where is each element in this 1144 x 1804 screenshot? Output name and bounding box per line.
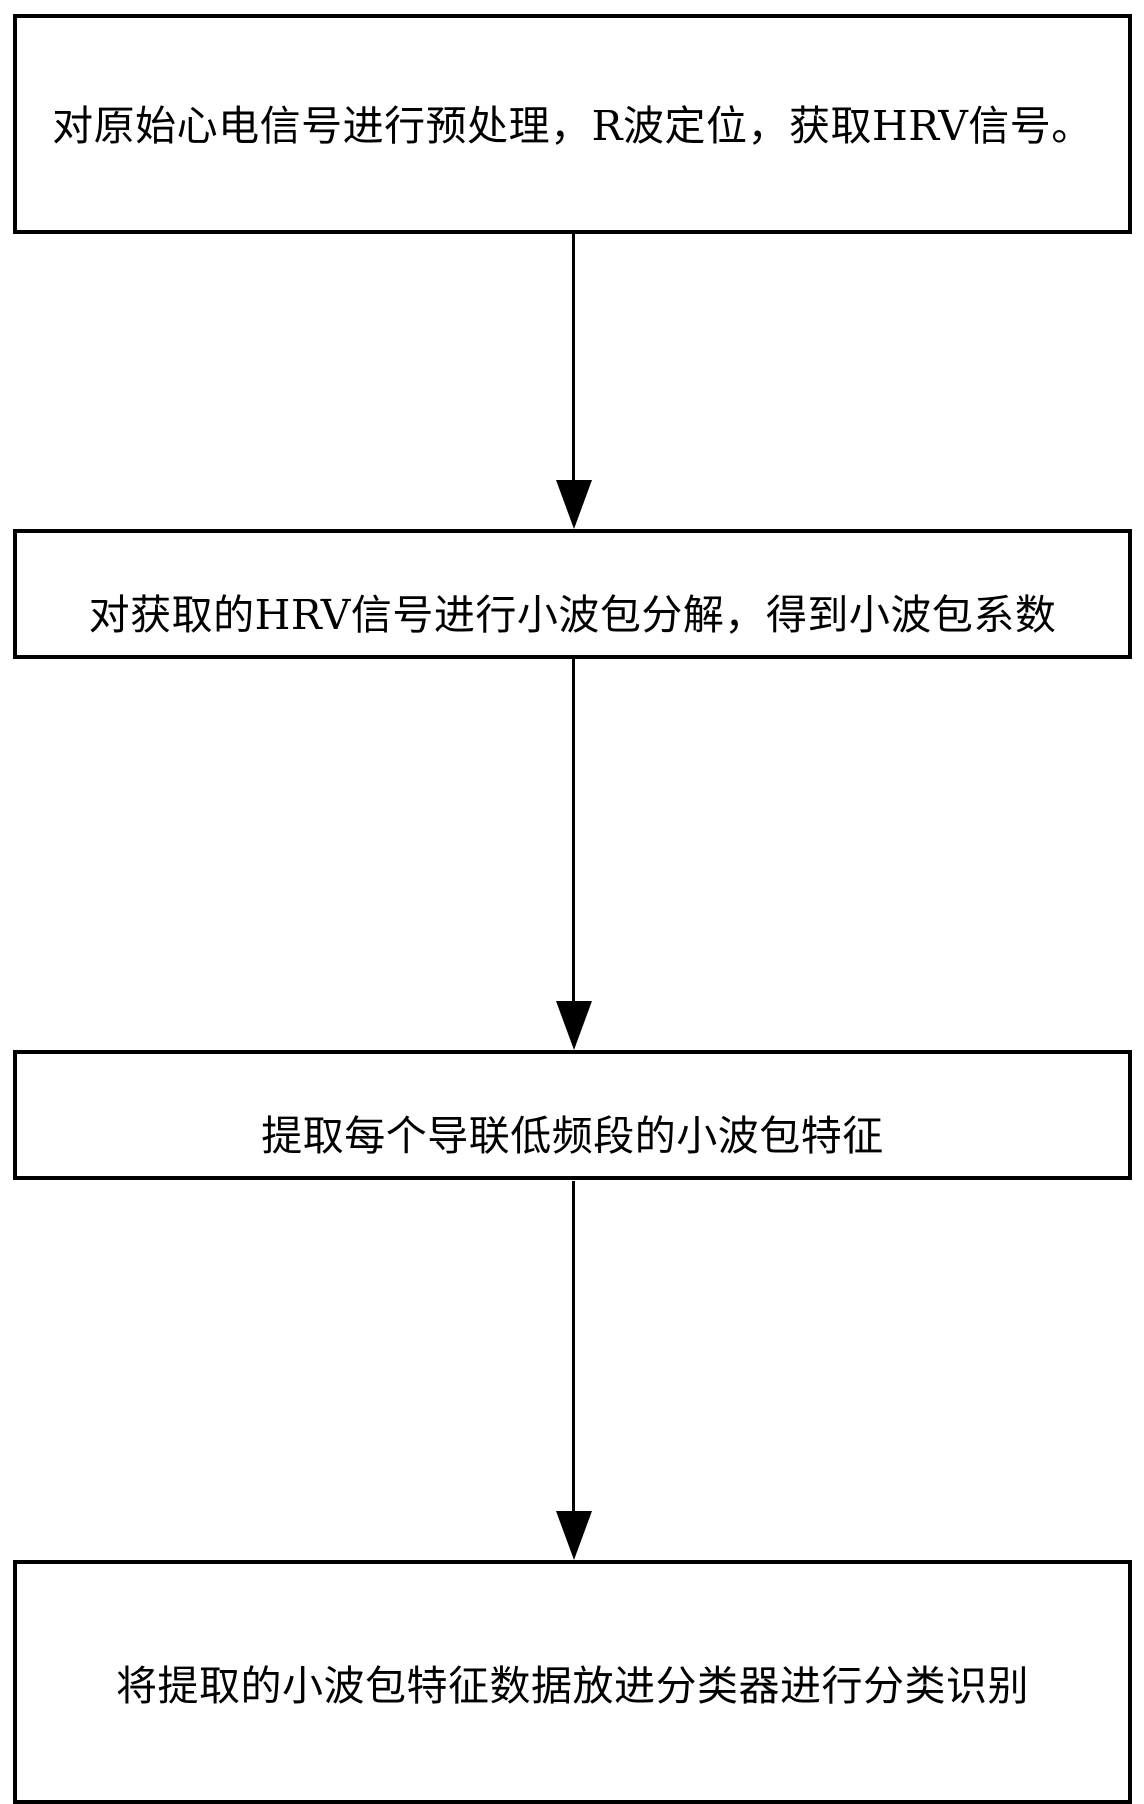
flowchart-connector-3	[0, 1181, 1144, 1560]
down-arrow-icon	[556, 480, 592, 529]
flowchart-step-4-label: 将提取的小波包特征数据放进分类器进行分类识别	[116, 1662, 1029, 1711]
connector-line	[572, 1181, 575, 1511]
flowchart-step-2: 对获取的HRV信号进行小波包分解，得到小波包系数	[13, 529, 1132, 659]
down-arrow-icon	[556, 1001, 592, 1050]
flowchart-step-1-label: 对原始心电信号进行预处理，R波定位，获取HRV信号。	[52, 102, 1093, 151]
connector-line	[572, 659, 575, 1001]
flowchart-connector-1	[0, 234, 1144, 529]
connector-line	[572, 234, 575, 480]
flowchart-step-2-label: 对获取的HRV信号进行小波包分解，得到小波包系数	[88, 591, 1057, 640]
flowchart-step-3-label: 提取每个导联低频段的小波包特征	[261, 1112, 884, 1161]
flowchart-step-4: 将提取的小波包特征数据放进分类器进行分类识别	[13, 1560, 1132, 1804]
flowchart-step-1: 对原始心电信号进行预处理，R波定位，获取HRV信号。	[13, 14, 1132, 234]
flowchart-connector-2	[0, 659, 1144, 1050]
down-arrow-icon	[556, 1511, 592, 1560]
flowchart-step-3: 提取每个导联低频段的小波包特征	[13, 1050, 1132, 1180]
